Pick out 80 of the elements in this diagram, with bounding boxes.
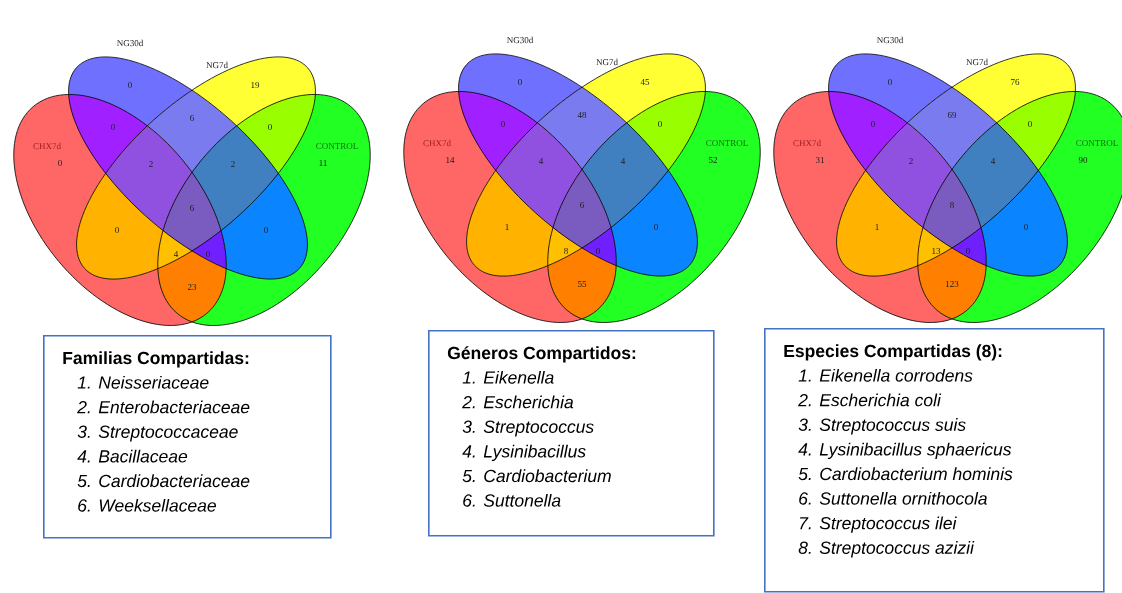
region-count: 6 [580, 201, 584, 208]
region-count: 2 [909, 158, 913, 164]
list-item: 7. Streptococcus ilei [800, 516, 957, 533]
region-count: 23 [187, 283, 197, 290]
list-item: 1. Eikenella [462, 370, 554, 384]
list-item: 6. Weeksellaceae [78, 498, 216, 512]
set-name: CHX7d [33, 142, 61, 150]
region-count: 6 [190, 114, 194, 121]
region-count: 0 [206, 250, 210, 258]
region-count: 0 [58, 159, 62, 167]
list-item: 5. Cardiobacterium [462, 469, 611, 483]
region-count: 4 [990, 158, 996, 164]
list-item: 4. Bacillaceae [77, 449, 188, 463]
list-item: 3. Streptococcus suis [798, 418, 966, 435]
set-name: NG30d [507, 36, 534, 44]
list-item: 5. Cardiobacteriaceae [77, 474, 250, 488]
region-count: 8 [564, 247, 568, 255]
region-count: 0 [966, 247, 970, 255]
region-count: 0 [264, 226, 268, 234]
region-count: 19 [251, 81, 260, 88]
region-count: 0 [871, 120, 875, 128]
region-count: 11 [319, 160, 327, 166]
list-item: 4. Lysinibacillus [462, 444, 586, 461]
region-count: 45 [640, 79, 650, 85]
region-count: 0 [268, 123, 272, 131]
region-count: 0 [111, 123, 115, 131]
region-count: 52 [709, 156, 717, 163]
set-name: CONTROL [316, 142, 358, 149]
list-item: 8. Streptococcus azizii [798, 541, 975, 558]
list-heading: Especies Compartidas (8): [784, 344, 1002, 361]
list-item: 2. Escherichia [462, 395, 574, 409]
list-item: 3. Streptococcaceae [77, 425, 238, 442]
region-count: 123 [946, 280, 959, 287]
list-item: 1. Neisseriaceae [77, 375, 209, 389]
region-count: 0 [1024, 223, 1028, 231]
region-count: 0 [115, 226, 119, 234]
list-item: 1. Eikenella corrodens [798, 368, 973, 382]
region-count: 0 [1028, 120, 1032, 128]
set-name: CHX7d [423, 139, 451, 147]
region-count: 1 [505, 224, 509, 230]
set-name: NG30d [117, 39, 144, 47]
list-item: 6. Suttonella [463, 493, 561, 507]
list-item: 4. Lysinibacillus sphaericus [798, 442, 1012, 459]
region-count: 8 [950, 201, 954, 209]
set-name: NG7d [206, 61, 228, 69]
region-count: 2 [231, 161, 235, 167]
list-item: 6. Suttonella ornithocola [799, 491, 987, 505]
region-count: 0 [518, 78, 522, 86]
region-count: 4 [620, 158, 626, 164]
list-item: 3. Streptococcus [462, 420, 594, 437]
region-count: 4 [173, 251, 179, 257]
region-count: 0 [596, 247, 600, 255]
region-count: 13 [932, 247, 941, 254]
region-count: 6 [190, 204, 194, 211]
set-name: NG7d [596, 58, 618, 66]
set-name: CONTROL [706, 139, 748, 146]
region-count: 55 [578, 281, 587, 287]
region-count: 0 [888, 78, 892, 86]
set-name: CONTROL [1076, 139, 1118, 146]
region-count: 1 [875, 224, 879, 230]
region-count: 90 [1078, 156, 1088, 164]
region-count: 0 [501, 120, 505, 128]
region-count: 14 [446, 157, 455, 163]
region-count: 76 [1011, 78, 1020, 85]
region-count: 0 [658, 120, 662, 128]
set-name: NG30d [877, 36, 904, 44]
region-count: 48 [577, 111, 587, 119]
region-count: 0 [654, 223, 658, 231]
region-count: 4 [538, 158, 544, 164]
list-heading: Géneros Compartidos: [447, 346, 636, 363]
region-count: 0 [128, 81, 132, 89]
list-item: 5. Cardiobacterium hominis [798, 467, 1013, 481]
region-count: 69 [947, 111, 957, 118]
region-count: 2 [149, 161, 153, 167]
set-name: NG7d [966, 58, 988, 66]
set-name: CHX7d [793, 139, 821, 147]
region-count: 31 [815, 156, 824, 163]
list-item: 2. Escherichia coli [798, 393, 942, 407]
list-item: 2. Enterobacteriaceae [77, 400, 250, 414]
list-heading: Familias Compartidas: [63, 351, 249, 368]
